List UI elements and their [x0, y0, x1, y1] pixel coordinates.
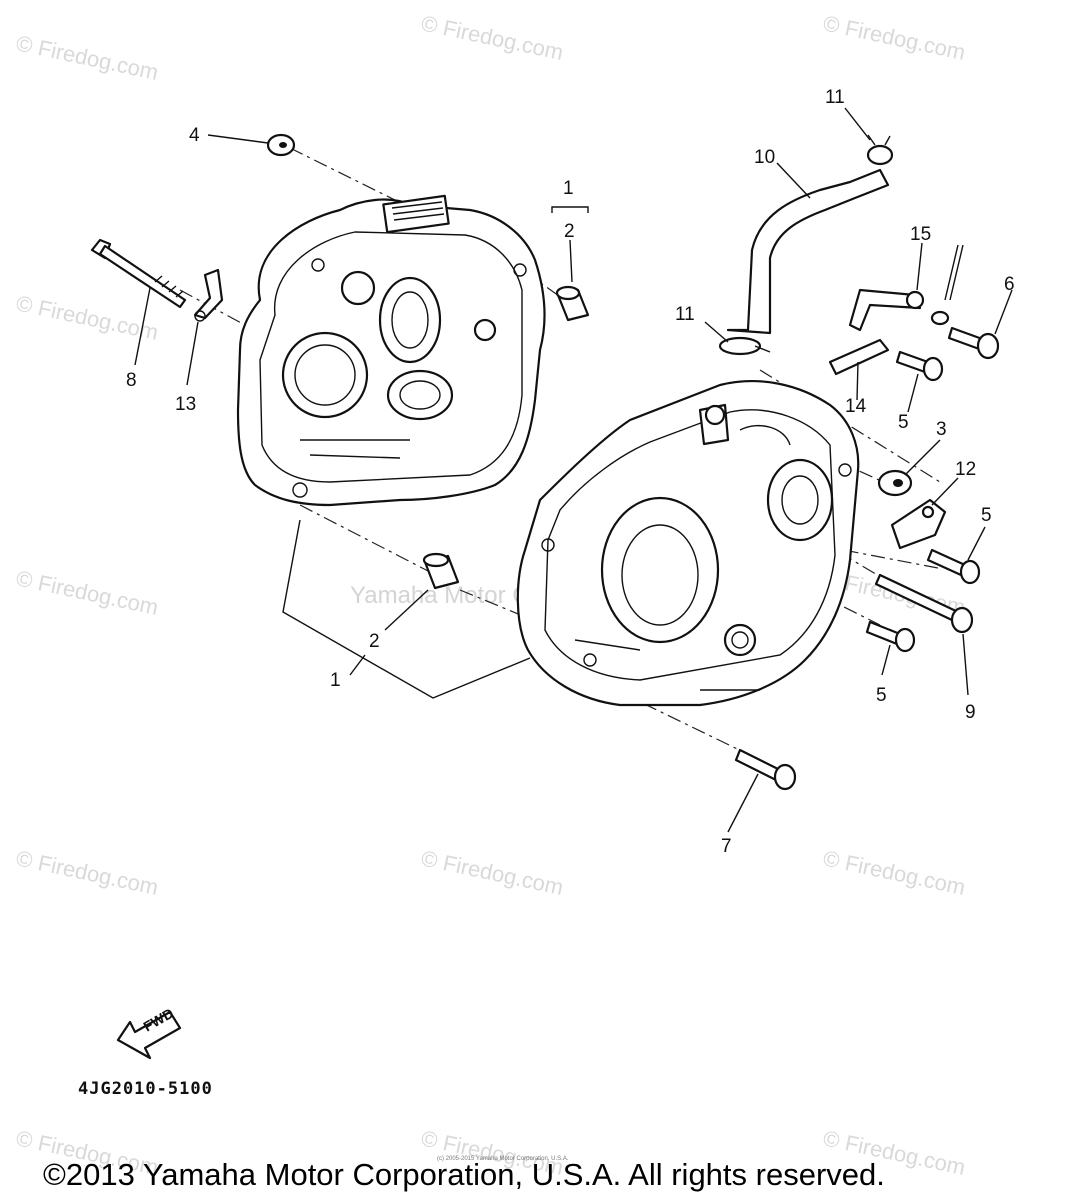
callout-7: 7	[721, 836, 732, 857]
watermark: © Firedog.com	[14, 30, 161, 85]
part-5-bolt-b	[926, 526, 986, 585]
callout-13: 13	[175, 394, 196, 415]
callout-5-c: 5	[876, 685, 887, 706]
copyright-notice: ©2013 Yamaha Motor Corporation, U.S.A. A…	[43, 1157, 885, 1192]
part-10-hose	[726, 162, 890, 335]
callout-11-top: 11	[825, 87, 845, 108]
callout-6: 6	[1004, 274, 1015, 295]
part-9-bolt	[874, 573, 974, 696]
callout-2-top: 2	[564, 221, 575, 242]
part-2-dowel-bottom	[384, 552, 460, 631]
right-crankcase	[516, 379, 860, 707]
fwd-arrow-icon: FWD	[116, 1005, 182, 1060]
part-6-bolt	[947, 289, 1013, 360]
part-5-bolt-a	[895, 350, 944, 413]
callout-11-mid: 11	[675, 304, 695, 325]
watermark: © Firedog.com	[419, 845, 566, 900]
watermark: © Firedog.com	[14, 565, 161, 620]
callout-5-b: 5	[981, 505, 992, 526]
part-12-plate	[890, 477, 959, 550]
callout-5-a: 5	[898, 412, 909, 433]
callout-4: 4	[189, 125, 200, 146]
part-2-dowel-top	[551, 206, 590, 322]
part-15-plate	[848, 242, 964, 332]
part-5-bolt-c	[865, 620, 916, 676]
part-3-washer	[877, 439, 941, 497]
part-1-bracket	[282, 519, 531, 699]
callout-12: 12	[955, 459, 976, 480]
part-14-plate	[828, 338, 890, 401]
callout-10: 10	[754, 147, 775, 168]
callout-labels: 4 11 10 1 2 15 6 8 13 11 14 5 3 12 5 2 1…	[126, 87, 1015, 857]
part-4-washer	[207, 133, 296, 157]
part-8-bolt	[90, 238, 187, 366]
callout-3: 3	[936, 419, 947, 440]
callout-1-bottom: 1	[330, 670, 341, 691]
watermark: © Firedog.com	[821, 845, 968, 900]
left-crankcase	[236, 194, 546, 507]
callout-1-top: 1	[563, 178, 574, 199]
callout-8: 8	[126, 370, 137, 391]
part-13-bracket	[186, 268, 224, 386]
watermark: © Firedog.com	[14, 290, 161, 345]
callout-15: 15	[910, 224, 931, 245]
callout-14: 14	[845, 396, 867, 417]
part-7-bolt	[727, 748, 797, 833]
callout-9: 9	[965, 702, 976, 723]
watermark: © Firedog.com	[821, 10, 968, 65]
part-11-clip-top	[844, 107, 894, 166]
part-11-clip-mid	[704, 321, 771, 356]
watermark: © Firedog.com	[14, 845, 161, 900]
small-copyright: (c) 2005-2015 Yamaha Motor Corporation, …	[437, 1156, 569, 1162]
diagram-code: 4JG2010-5100	[78, 1079, 213, 1099]
callout-2-bottom: 2	[369, 631, 380, 652]
watermark: © Firedog.com	[419, 10, 566, 65]
